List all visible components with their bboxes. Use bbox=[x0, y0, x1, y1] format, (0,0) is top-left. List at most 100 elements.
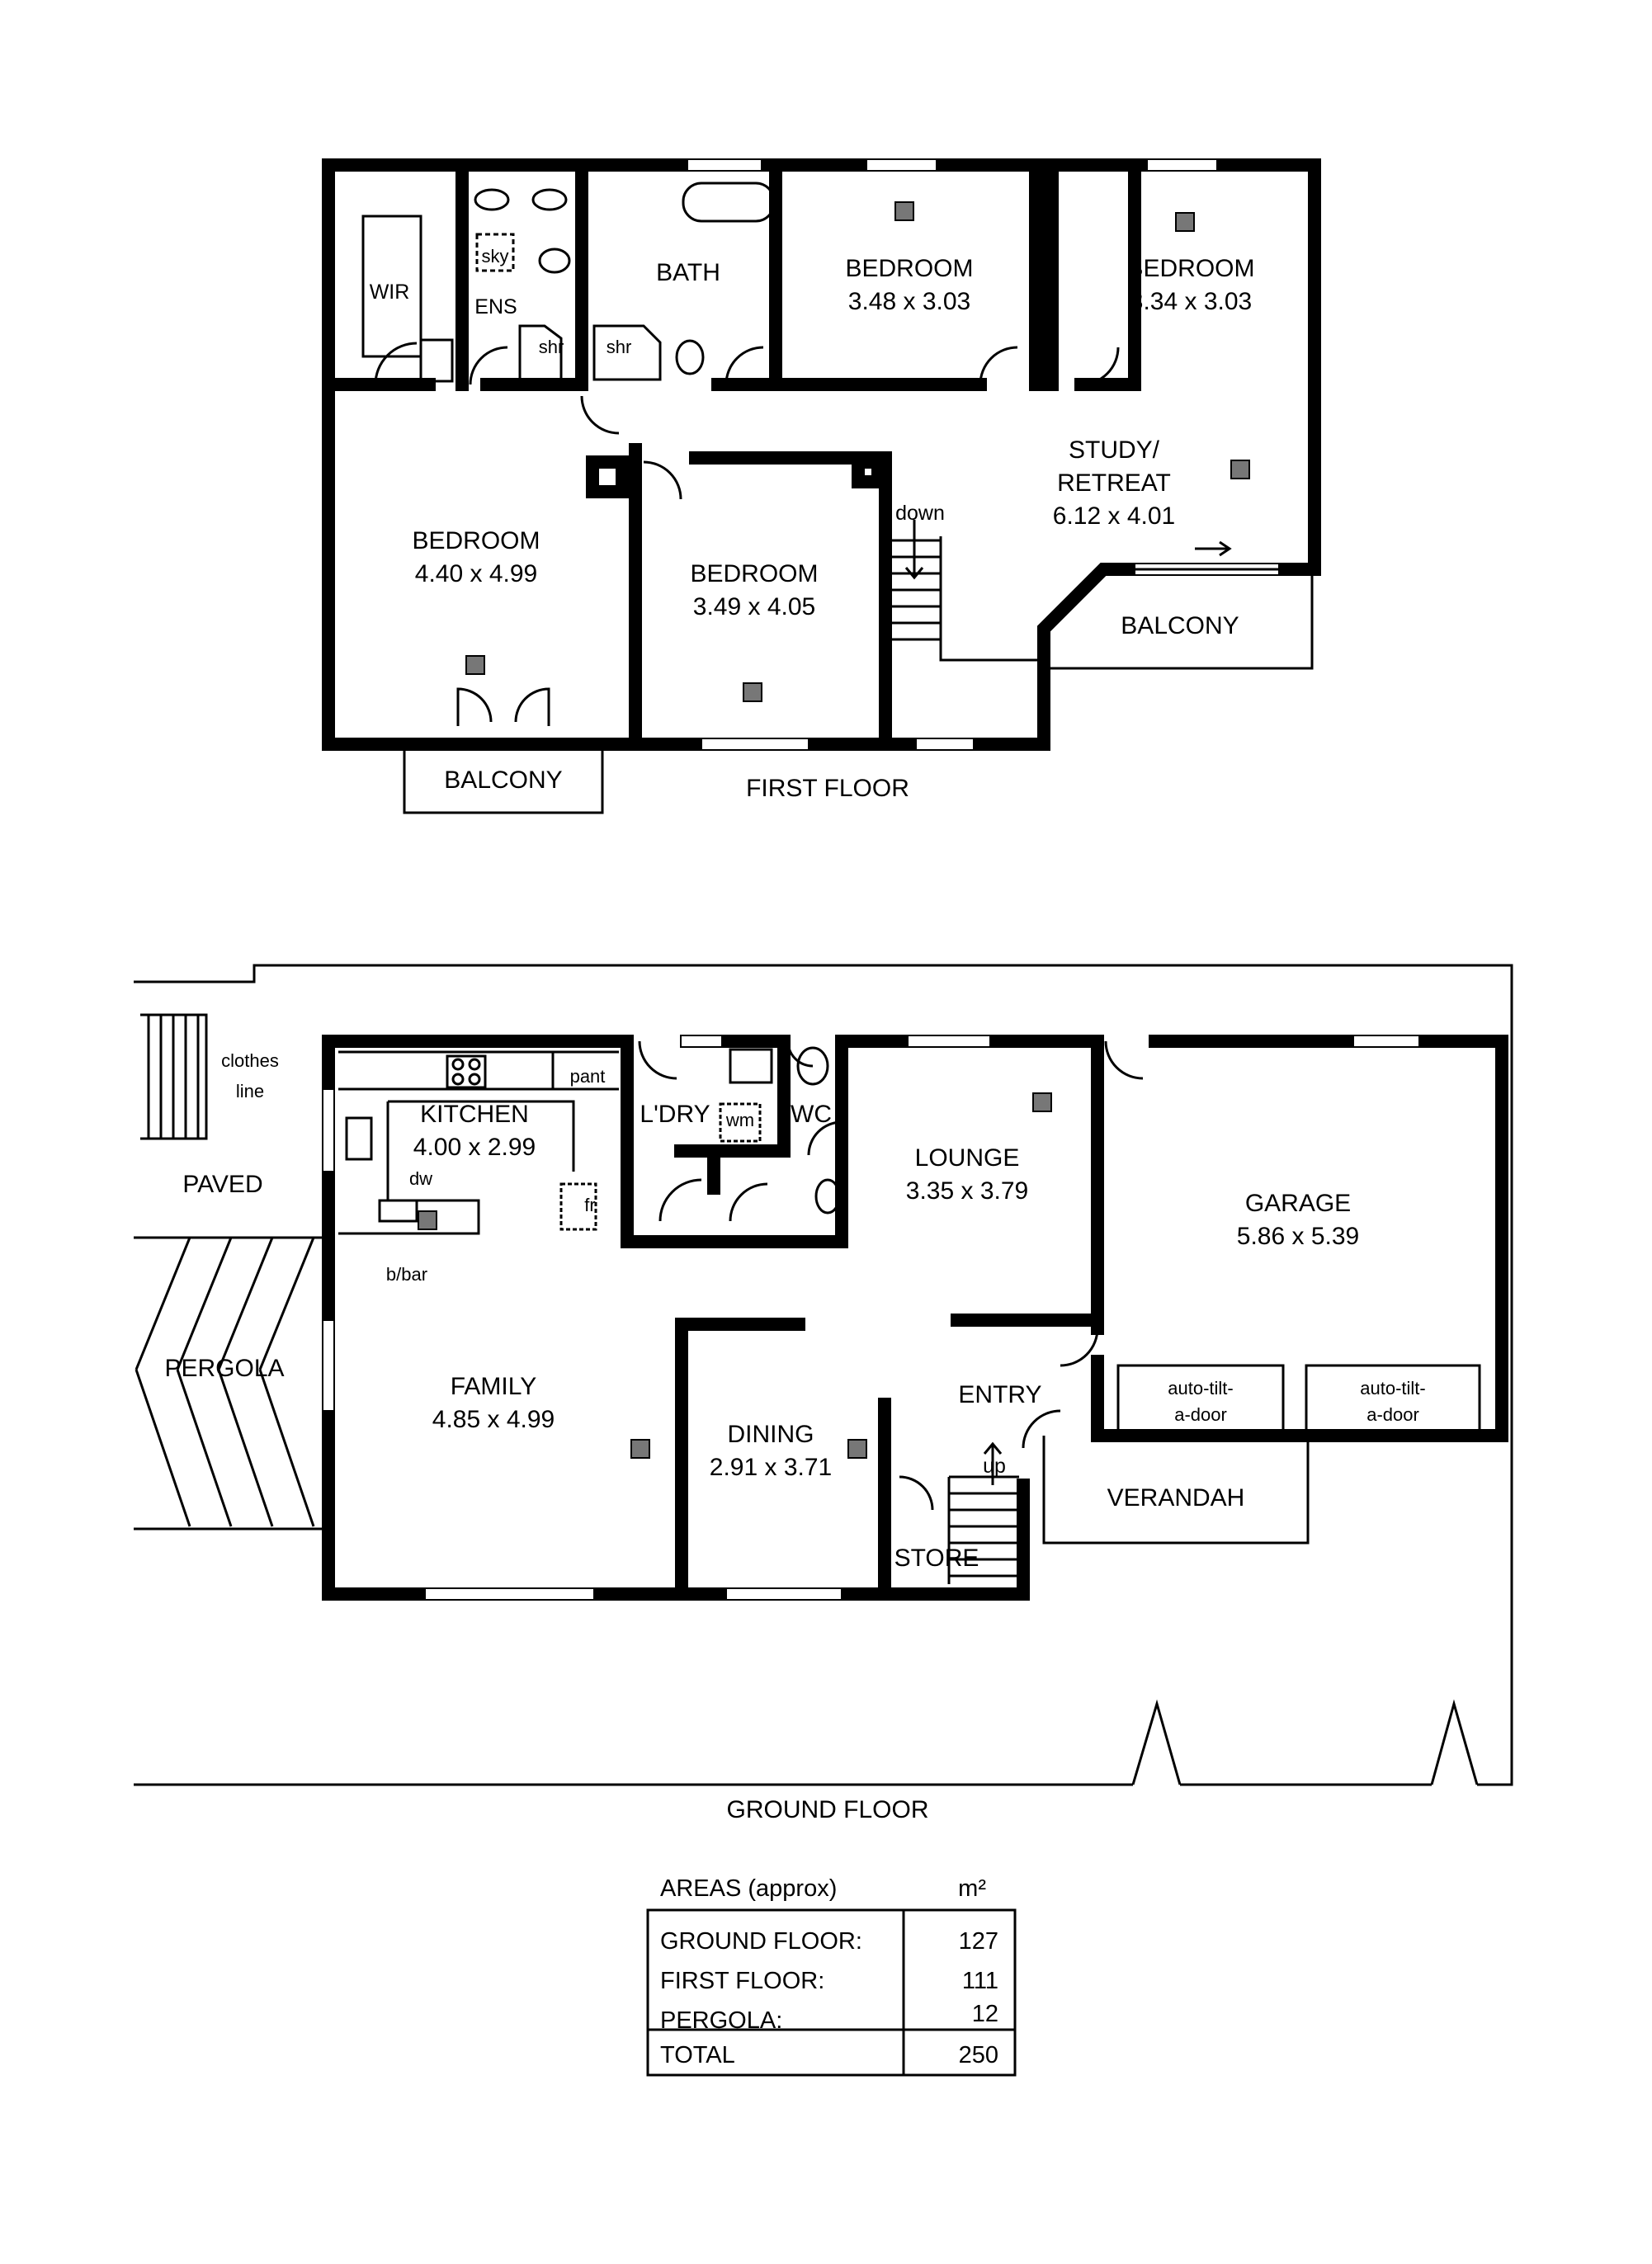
clothes-line bbox=[140, 1013, 208, 1140]
stair-treads-ground bbox=[947, 1475, 1019, 1584]
first-floor-ens-walls bbox=[455, 167, 588, 391]
label-blr-1: blr bbox=[1034, 216, 1054, 237]
burner bbox=[468, 1073, 481, 1086]
burner bbox=[468, 1058, 481, 1071]
door-swing bbox=[729, 1182, 768, 1222]
label-pergola: PERGOLA bbox=[164, 1355, 284, 1382]
room-label-garage: GARAGE bbox=[1245, 1190, 1351, 1217]
door-swing bbox=[374, 342, 418, 385]
label-balcony-left: BALCONY bbox=[444, 766, 562, 794]
stair-rail bbox=[939, 536, 1044, 662]
areas-table: AREAS (approx) m² GROUND FLOOR: 127 FIRS… bbox=[646, 1875, 1017, 2077]
door-swing bbox=[580, 395, 620, 435]
light-fixture bbox=[894, 201, 914, 221]
column bbox=[852, 455, 885, 488]
room-label-bedroom-main: BEDROOM bbox=[412, 527, 540, 554]
label-blr-2: blr bbox=[1034, 328, 1054, 349]
first-floor-plan: WIR sky ENS shr shr BATH BEDROOM 3.48 x … bbox=[322, 158, 1321, 814]
light-fixture bbox=[743, 682, 762, 702]
bathtub bbox=[682, 182, 776, 223]
room-label-wc: WC bbox=[791, 1101, 832, 1128]
garage-door-1 bbox=[1116, 1364, 1285, 1433]
label-garage-door-1-line2: a-door bbox=[1174, 1404, 1227, 1425]
wc-wall bbox=[720, 1035, 791, 1158]
label-shower-bath: shr bbox=[607, 337, 632, 357]
room-dims-dining: 2.91 x 3.71 bbox=[710, 1454, 832, 1481]
light-fixture bbox=[1175, 212, 1195, 232]
light-fixture bbox=[630, 1439, 650, 1459]
door-swing bbox=[807, 1120, 843, 1156]
light-fixture bbox=[1032, 1092, 1052, 1112]
window bbox=[701, 738, 809, 751]
laundry-trough bbox=[729, 1048, 773, 1084]
door-swing bbox=[979, 346, 1018, 385]
kitchen-bench bbox=[338, 1100, 575, 1235]
room-dims-bedroom-4: 3.49 x 4.05 bbox=[693, 593, 815, 620]
door-swing bbox=[1022, 1409, 1061, 1449]
site-boundary bbox=[134, 964, 1513, 1786]
room-dims-bedroom-3: 3.34 x 3.03 bbox=[1130, 288, 1252, 315]
areas-row-label: PERGOLA: bbox=[660, 2007, 782, 2034]
room-dims-lounge: 3.35 x 3.79 bbox=[906, 1177, 1028, 1205]
garage-wall bbox=[1091, 1035, 1508, 1438]
room-dims-bedroom-2: 3.48 x 3.03 bbox=[848, 288, 970, 315]
room-dims-family: 4.85 x 4.99 bbox=[432, 1406, 555, 1433]
door-swing bbox=[725, 346, 764, 385]
room-label-entry: ENTRY bbox=[958, 1381, 1041, 1408]
room-label-dining: DINING bbox=[728, 1421, 814, 1448]
door-swing bbox=[643, 460, 682, 500]
kitchen-bench-top bbox=[338, 1050, 619, 1091]
basin bbox=[474, 188, 510, 211]
label-shower-ens: shr bbox=[539, 337, 564, 357]
shower-bath bbox=[592, 324, 662, 381]
door-swing bbox=[1080, 347, 1120, 386]
light-fixture bbox=[465, 655, 485, 675]
label-garage-door-2-line1: auto-tilt- bbox=[1360, 1378, 1425, 1398]
room-label-wir: WIR bbox=[370, 281, 410, 304]
label-pant: pant bbox=[570, 1066, 606, 1087]
balcony-left-outline bbox=[403, 744, 604, 814]
door-swing bbox=[899, 1475, 934, 1511]
basin bbox=[531, 188, 568, 211]
areas-heading: AREAS (approx) bbox=[660, 1875, 837, 1902]
room-dims-bedroom-main: 4.40 x 4.99 bbox=[415, 560, 537, 587]
wc-toilet bbox=[796, 1046, 829, 1086]
toilet-2 bbox=[814, 1178, 841, 1215]
stair-treads bbox=[891, 539, 941, 641]
window bbox=[322, 1088, 335, 1172]
room-label-bath: BATH bbox=[656, 259, 720, 286]
label-dw: dw bbox=[409, 1168, 432, 1189]
site-lines bbox=[134, 1236, 322, 1531]
door-swing bbox=[786, 1040, 814, 1068]
door-swing bbox=[1060, 1328, 1099, 1367]
areas-table-frame bbox=[646, 1908, 1017, 2077]
dishwasher bbox=[378, 1199, 418, 1223]
areas-unit: m² bbox=[958, 1875, 986, 1902]
room-label-ens: ENS bbox=[474, 295, 517, 318]
garage-bottom-wall bbox=[1091, 1355, 1508, 1442]
toilet bbox=[538, 248, 571, 274]
garage-door-2 bbox=[1305, 1364, 1481, 1433]
room-label-lounge: LOUNGE bbox=[915, 1144, 1020, 1172]
ground-floor-plan: clothes line PAVED PERGOLA KITCHEN 4.00 … bbox=[134, 964, 1513, 1823]
cooktop bbox=[446, 1054, 487, 1089]
window bbox=[680, 1035, 723, 1048]
balcony-right-outline bbox=[1044, 568, 1314, 670]
up-arrow bbox=[983, 1441, 1003, 1485]
label-garage-door-1-line1: auto-tilt- bbox=[1168, 1378, 1233, 1398]
first-floor-exterior-wall bbox=[322, 158, 1321, 751]
areas-row-label: FIRST FLOOR: bbox=[660, 1968, 824, 1994]
shower-ens bbox=[518, 324, 563, 381]
room-label-bedroom-2: BEDROOM bbox=[845, 255, 973, 282]
label-fr: fr bbox=[584, 1195, 595, 1215]
room-label-family: FAMILY bbox=[451, 1373, 536, 1400]
areas-row-value: 111 bbox=[962, 1968, 998, 1994]
burner bbox=[451, 1058, 465, 1071]
room-dims-garage: 5.86 x 5.39 bbox=[1237, 1223, 1359, 1250]
light-fixture bbox=[847, 1439, 867, 1459]
areas-row-value: 12 bbox=[972, 2001, 998, 2027]
burner bbox=[451, 1073, 465, 1086]
label-paved: PAVED bbox=[182, 1171, 262, 1198]
kitchen-sink bbox=[345, 1116, 373, 1161]
